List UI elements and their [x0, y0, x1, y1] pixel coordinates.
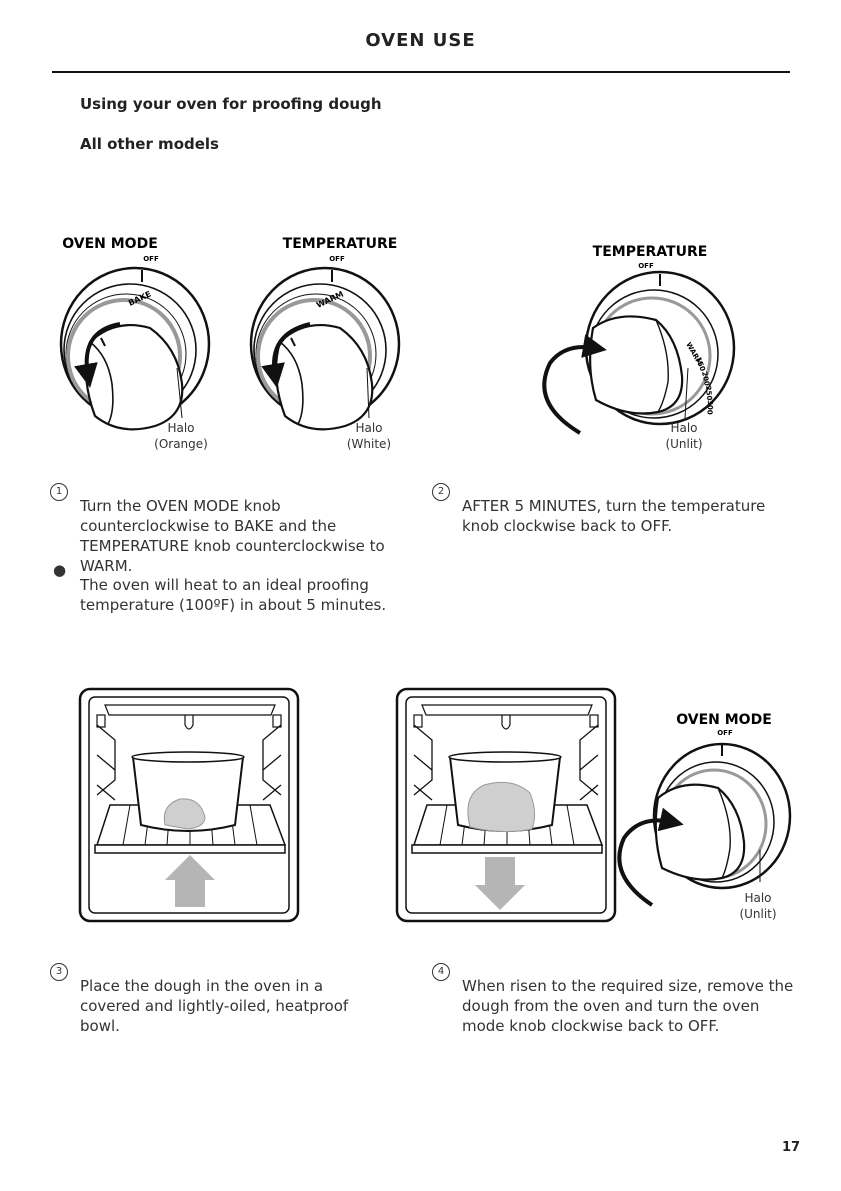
- clockwise-arrow-icon: [542, 334, 607, 435]
- halo-unlit-label: (Unlit): [665, 437, 702, 451]
- header-rule: [52, 71, 790, 73]
- step-3: 3 Place the dough in the oven in a cover…: [50, 961, 380, 1051]
- step-1: 1 Turn the OVEN MODE knob counterclockwi…: [50, 481, 410, 591]
- page-header-title: OVEN USE: [365, 30, 476, 51]
- oven-mode-knob-off-illustration: OVEN MODE OFF Halo (Unlit): [617, 712, 792, 921]
- step-3-text: Place the dough in the oven in a covered…: [80, 977, 349, 1035]
- halo-white-label: (White): [347, 437, 391, 451]
- halo-label: Halo: [167, 421, 194, 435]
- section-subtitle: All other models: [80, 135, 219, 153]
- halo-unlit-label: (Unlit): [739, 907, 776, 921]
- dial-mark: 200: [700, 371, 711, 387]
- temperature-title: TEMPERATURE: [283, 236, 398, 252]
- step-4: 4 When risen to the required size, remov…: [432, 961, 794, 1051]
- oven-mode-knob-illustration: OVEN MODE OFF BAKE Halo (Orange): [59, 236, 211, 451]
- dial-mark: 250: [704, 385, 713, 400]
- step-4-text: When risen to the required size, remove …: [462, 977, 794, 1035]
- step-1-bullet: ● The oven will heat to an ideal proofin…: [53, 560, 410, 630]
- step-1-bullet-text: The oven will heat to an ideal proofing …: [80, 576, 387, 614]
- temperature-knob-off-illustration: TEMPERATURE OFF WARM 150 200 250 300 Hal…: [542, 244, 736, 451]
- off-label: OFF: [143, 255, 159, 263]
- halo-label: Halo: [744, 891, 771, 905]
- off-label: OFF: [329, 255, 345, 263]
- halo-leader-line: [684, 367, 689, 419]
- section-title: Using your oven for proofing dough: [80, 95, 382, 113]
- temperature-knob-illustration: TEMPERATURE OFF WARM Halo (White): [249, 236, 401, 451]
- bullet-icon: ●: [53, 561, 67, 579]
- dial-mark: 300: [705, 400, 714, 415]
- oven-with-risen-dough-illustration: [395, 687, 617, 923]
- arrow-down-icon: [475, 857, 525, 910]
- step-number: 2: [432, 483, 450, 501]
- step-2-text: AFTER 5 MINUTES, turn the temperature kn…: [462, 497, 766, 535]
- counterclockwise-arrow-icon: [74, 322, 121, 388]
- clockwise-arrow-icon: [617, 807, 684, 907]
- halo-label: Halo: [355, 421, 382, 435]
- oven-mode-title: OVEN MODE: [676, 712, 772, 728]
- step-2: 2 AFTER 5 MINUTES, turn the temperature …: [432, 481, 792, 551]
- halo-orange-label: (Orange): [154, 437, 208, 451]
- temperature-title: TEMPERATURE: [593, 244, 708, 260]
- off-label: OFF: [638, 262, 654, 270]
- counterclockwise-arrow-icon: [261, 322, 311, 388]
- halo-leader-line: [176, 367, 183, 419]
- off-label: OFF: [717, 729, 733, 737]
- step-number: 3: [50, 963, 68, 981]
- oven-mode-title: OVEN MODE: [62, 236, 158, 252]
- step-number: 1: [50, 483, 68, 501]
- halo-leader-line: [366, 367, 370, 419]
- oven-with-dough-illustration: [78, 687, 300, 923]
- halo-label: Halo: [670, 421, 697, 435]
- arrow-up-icon: [165, 855, 215, 907]
- page-number: 17: [782, 1140, 801, 1155]
- step-number: 4: [432, 963, 450, 981]
- step-1-text: Turn the OVEN MODE knob counterclockwise…: [80, 497, 385, 575]
